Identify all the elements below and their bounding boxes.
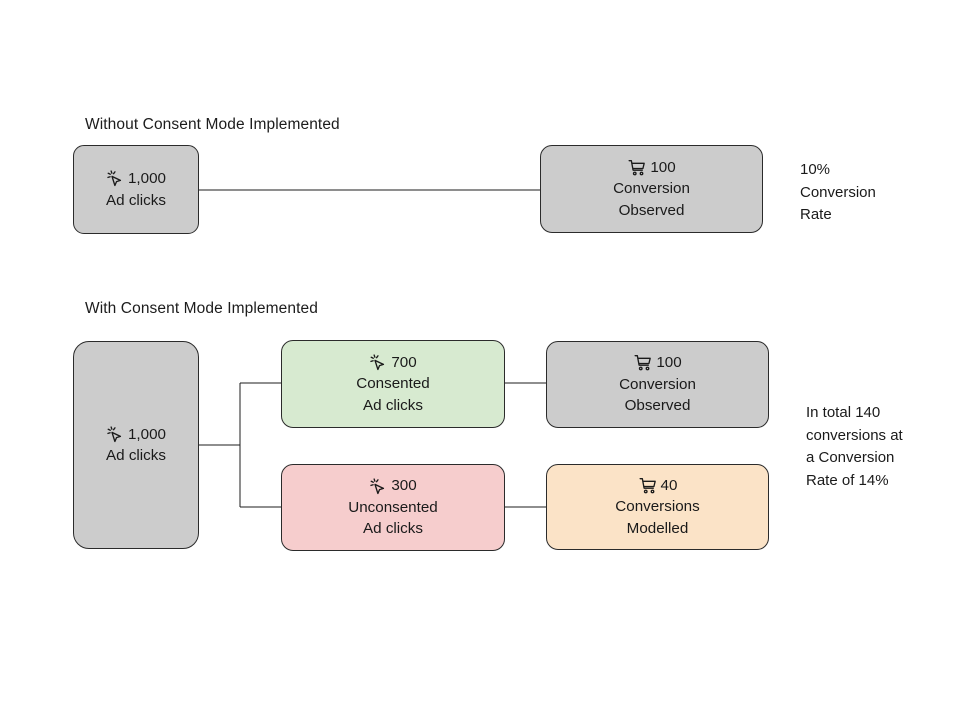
note-total-conversions-with-consent: In total 140 conversions at a Conversion… [806, 402, 946, 492]
node-ad-clicks-without-consent[interactable]: 1,000 Ad clicks [73, 145, 199, 234]
note-line-1: In total 140 [806, 404, 881, 421]
node-label-line2: Unconsented [348, 498, 438, 516]
click-cursor-icon [369, 477, 388, 496]
node-label-line3: Modelled [626, 519, 689, 537]
note-line-1: 10% [800, 161, 831, 178]
node-label-line3: Ad clicks [363, 520, 423, 538]
node-label-line3: Observed [618, 201, 685, 219]
node-conversions-modelled[interactable]: 40 Conversions Modelled [546, 464, 769, 550]
shopping-cart-icon [627, 158, 647, 178]
node-conversion-observed-with-consent[interactable]: 100 Conversion Observed [546, 341, 769, 428]
note-conversion-rate-without-consent: 10% Conversion Rate [800, 159, 940, 227]
node-label-line2: Ad clicks [106, 191, 166, 209]
node-unconsented-ad-clicks[interactable]: 300 Unconsented Ad clicks [281, 464, 505, 551]
node-label-line3: Observed [624, 397, 691, 415]
node-label-line2: Conversion [613, 180, 690, 198]
node-value: 1,000 [127, 170, 166, 187]
node-label-line2: Ad clicks [106, 447, 166, 464]
node-value: 1,000 [127, 425, 166, 443]
note-line-3: Rate [800, 206, 832, 223]
note-line-4: Rate of 14% [806, 471, 889, 489]
node-ad-clicks-with-consent[interactable]: 1,000 Ad clicks [73, 341, 199, 549]
node-value: 300 [391, 477, 417, 495]
node-label-line3: Ad clicks [363, 396, 423, 414]
node-conversion-observed-without-consent[interactable]: 100 Conversion Observed [540, 145, 763, 233]
node-consented-ad-clicks[interactable]: 700 Consented Ad clicks [281, 340, 505, 428]
node-value: 100 [650, 158, 676, 176]
node-value: 40 [660, 476, 678, 494]
click-cursor-icon [106, 169, 125, 188]
node-label-line2: Conversions [615, 498, 700, 516]
node-label-line2: Consented [356, 375, 430, 393]
section-title-with-consent-mode: With Consent Mode Implemented [85, 300, 318, 317]
shopping-cart-icon [633, 353, 653, 373]
note-line-2: conversions at [806, 426, 903, 444]
click-cursor-icon [369, 353, 388, 372]
click-cursor-icon [106, 425, 125, 444]
note-line-3: a Conversion [806, 449, 895, 466]
note-line-2: Conversion [800, 183, 876, 201]
node-value: 700 [391, 353, 417, 371]
shopping-cart-icon [638, 476, 658, 496]
node-value: 100 [656, 354, 682, 372]
section-title-without-consent-mode: Without Consent Mode Implemented [85, 116, 340, 133]
node-label-line2: Conversion [619, 375, 696, 393]
